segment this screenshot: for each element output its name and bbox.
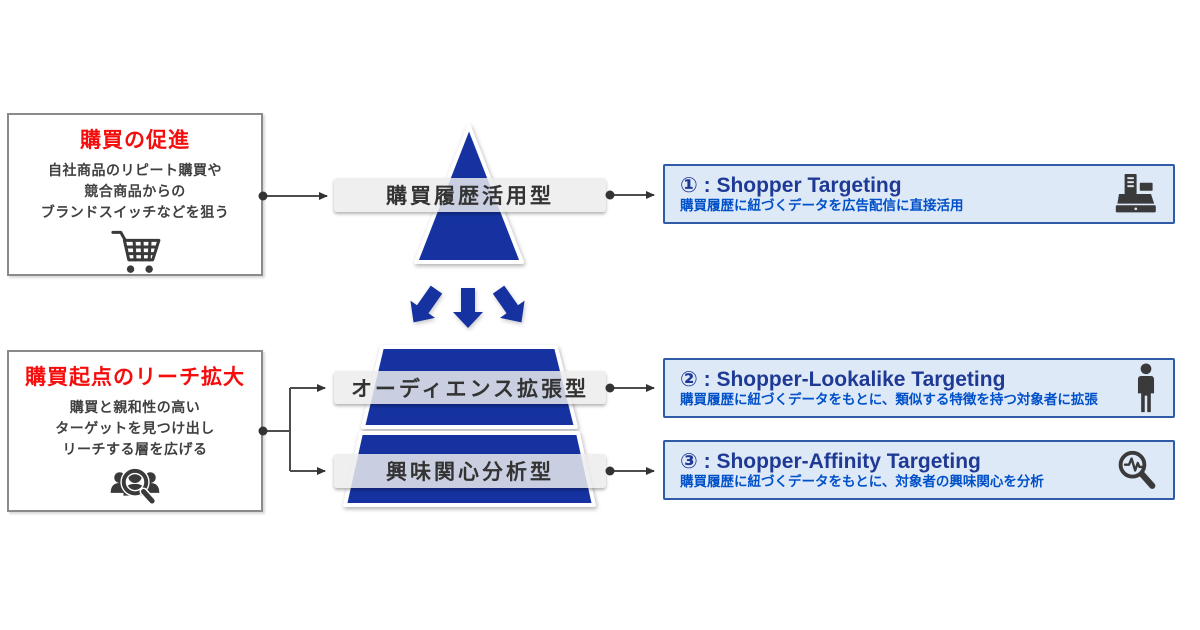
down-left-arrow-icon [410,285,443,323]
connector-dot [605,383,615,393]
reach-expansion-body: 購買と親和性の高い ターゲットを見つけ出し リーチする層を広げる [55,397,215,460]
down-right-arrow-icon [492,285,525,323]
connector-dot [605,466,615,476]
pyramid-band-interest-analysis-label: 興味関心分析型 [386,461,554,484]
analysis-magnifier-icon [1118,450,1156,489]
body-line: リーチする層を広げる [62,441,208,457]
shopper-lookalike-targeting-box: ② : Shopper-Lookalike Targeting 購買履歴に紐づく… [663,358,1175,418]
reach-expansion-title: 購買起点のリーチ拡大 [25,366,245,389]
body-line: 購買と親和性の高い [69,399,201,415]
transition-arrows [410,285,525,328]
shopping-cart-icon [111,230,161,273]
body-line: ブランドスイッチなどを狙う [40,204,230,220]
shopper-affinity-targeting-box: ③ : Shopper-Affinity Targeting 購買履歴に紐づくデ… [663,440,1175,500]
pyramid-band-audience-expansion-label: オーディエンス拡張型 [350,377,590,401]
shopper-targeting-title: ① : Shopper Targeting [680,174,902,197]
shopper-lookalike-text: ② : Shopper-Lookalike Targeting 購買履歴に紐づく… [665,368,1133,408]
cash-register-icon [1115,174,1156,213]
reach-expansion-box: 購買起点のリーチ拡大 購買と親和性の高い ターゲットを見つけ出し リーチする層を… [7,350,263,512]
shopper-targeting-desc: 購買履歴に紐づくデータを広告配信に直接活用 [680,198,964,213]
down-arrow-icon [453,288,483,328]
shopper-lookalike-title: ② : Shopper-Lookalike Targeting [680,368,1006,391]
shopper-affinity-title: ③ : Shopper-Affinity Targeting [680,450,981,473]
shopper-lookalike-desc: 購買履歴に紐づくデータをもとに、類似する特徴を持つ対象者に拡張 [680,392,1098,407]
audience-search-icon [110,467,160,506]
purchase-promotion-title: 購買の促進 [80,129,190,152]
person-icon [1137,363,1155,413]
body-line: 競合商品からの [84,183,186,199]
shopper-affinity-text: ③ : Shopper-Affinity Targeting 購買履歴に紐づくデ… [665,450,1113,490]
purchase-promotion-box: 購買の促進 自社商品のリピート購買や 競合商品からの ブランドスイッチなどを狙う [7,113,263,276]
pyramid-band-history-label: 購買履歴活用型 [386,185,554,208]
body-line: 自社商品のリピート購買や [48,162,222,178]
shopper-targeting-box: ① : Shopper Targeting 購買履歴に紐づくデータを広告配信に直… [663,164,1175,224]
shopper-affinity-desc: 購買履歴に紐づくデータをもとに、対象者の興味関心を分析 [680,474,1044,489]
pyramid-band-audience-expansion: オーディエンス拡張型 [334,371,606,404]
shopper-targeting-text: ① : Shopper Targeting 購買履歴に紐づくデータを広告配信に直… [665,174,1111,214]
pyramid-band-history: 購買履歴活用型 [334,178,606,212]
pyramid-band-interest-analysis: 興味関心分析型 [334,454,606,488]
body-line: ターゲットを見つけ出し [55,420,215,436]
purchase-promotion-body: 自社商品のリピート購買や 競合商品からの ブランドスイッチなどを狙う [41,160,230,223]
connector-dot [605,190,615,200]
